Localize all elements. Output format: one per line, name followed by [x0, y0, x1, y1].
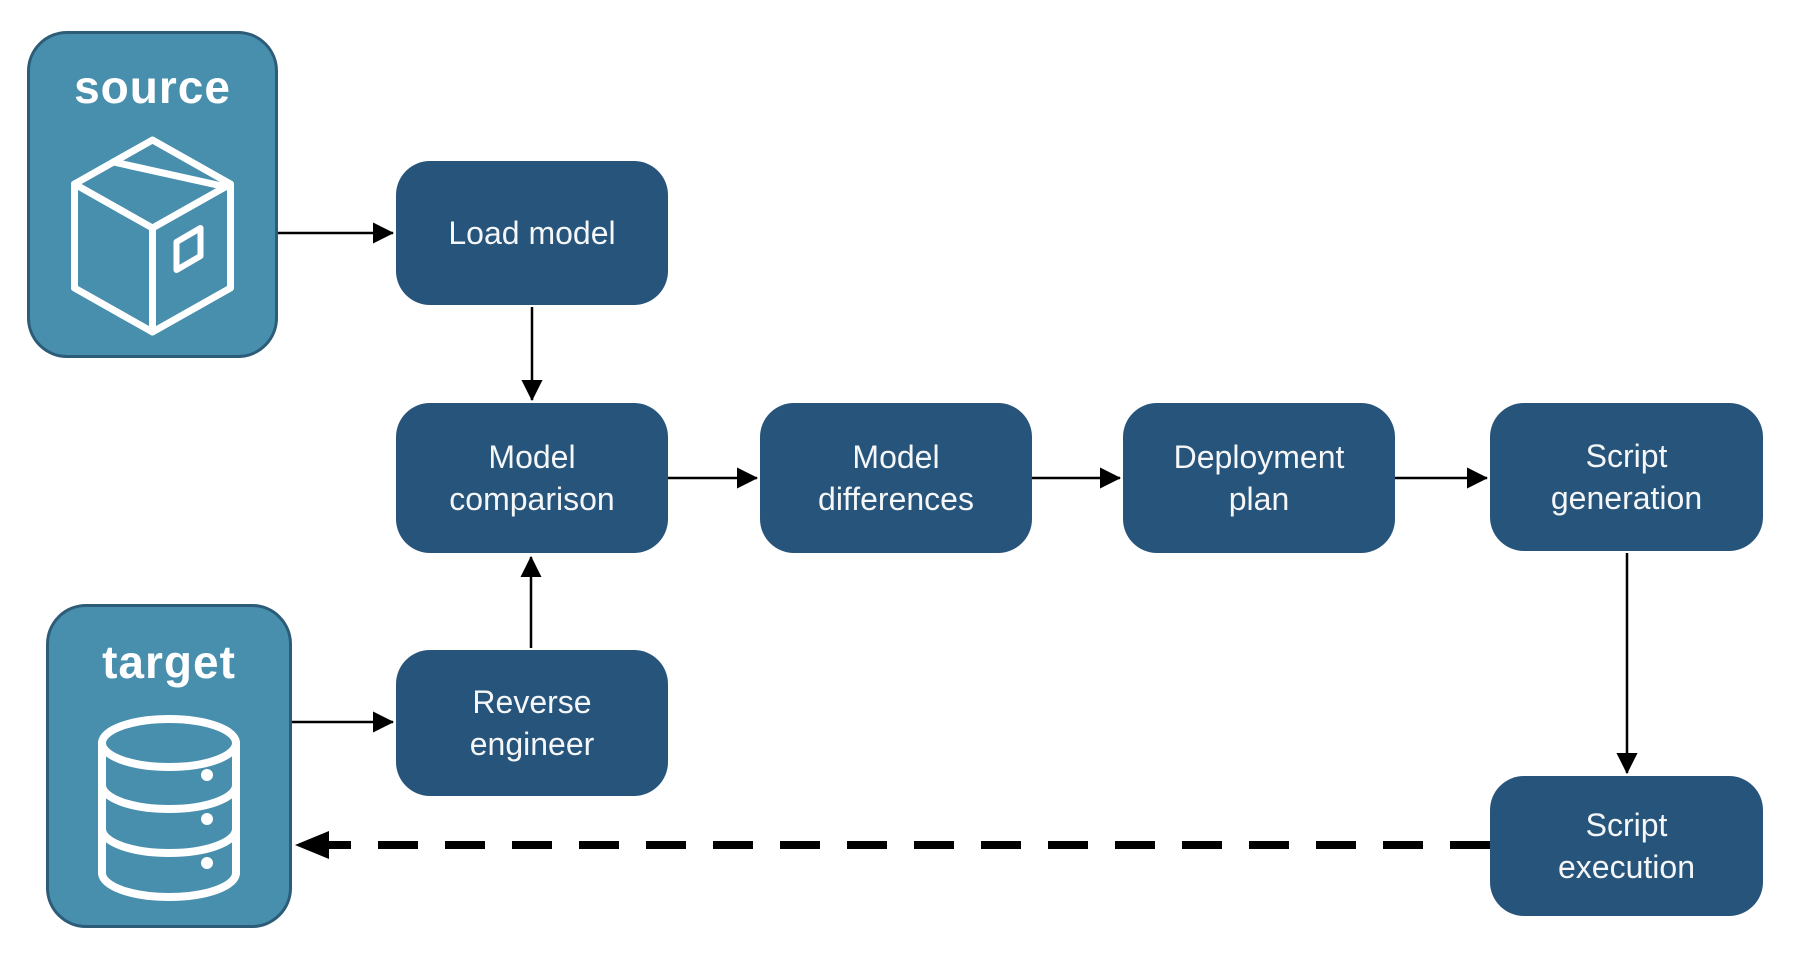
package-icon — [71, 136, 234, 336]
node-reverse-engineer-label: Reverse engineer — [469, 683, 595, 762]
node-load-model-label: Load model — [448, 214, 616, 251]
node-model-comparison-label: Model comparison — [449, 438, 615, 517]
database-dot — [201, 769, 213, 781]
node-reverse-engineer: Reverse engineer — [396, 650, 668, 796]
database-dot — [201, 813, 213, 825]
node-model-comparison: Model comparison — [396, 403, 668, 553]
node-deployment-plan-label: Deployment plan — [1173, 438, 1345, 517]
node-load-model: Load model — [396, 161, 668, 305]
endpoint-target-label: target — [102, 636, 236, 688]
node-script-execution-label: Script execution — [1558, 806, 1695, 885]
node-script-generation: Script generation — [1490, 403, 1763, 551]
node-model-differences: Model differences — [760, 403, 1032, 553]
node-script-generation-label: Script generation — [1550, 437, 1703, 516]
database-dot — [201, 857, 213, 869]
node-deployment-plan: Deployment plan — [1123, 403, 1395, 553]
endpoint-source-label: source — [74, 61, 231, 113]
node-script-execution: Script execution — [1490, 776, 1763, 916]
node-model-differences-label: Model differences — [818, 438, 974, 517]
endpoint-source: source — [27, 31, 278, 358]
endpoint-target: target — [46, 604, 292, 928]
database-icon — [98, 715, 240, 901]
